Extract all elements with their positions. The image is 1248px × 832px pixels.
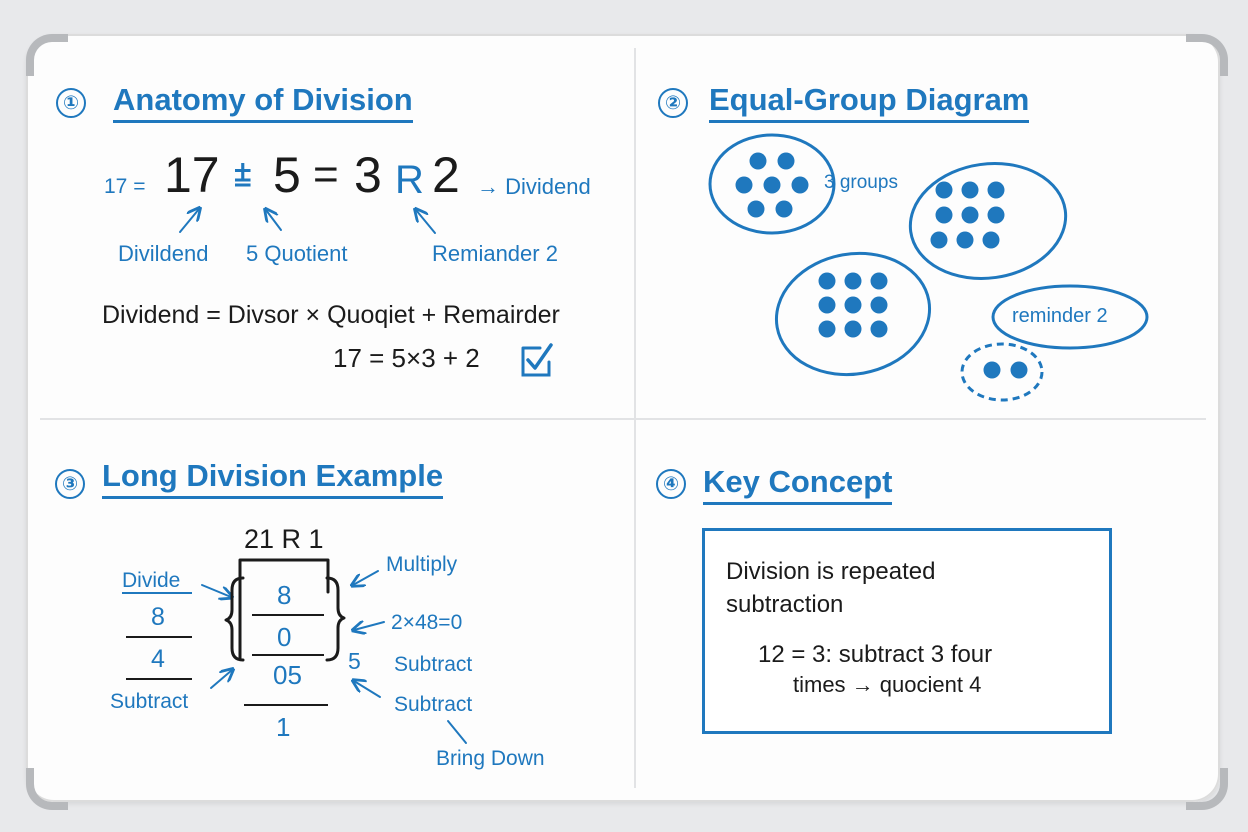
anatomy-prefix: 17 = (104, 175, 146, 198)
center-value-05: 05 (273, 660, 302, 690)
divide-underline (122, 592, 192, 594)
group-oval-1 (708, 133, 836, 235)
left-rule-1 (126, 636, 192, 638)
arrow-product (354, 622, 385, 630)
key-concept-box (702, 528, 1112, 734)
side-value-5: 5 (348, 648, 361, 674)
right-multiply-label: Multiply (386, 553, 458, 576)
arrow-bring-down (447, 720, 467, 744)
arrow-divide (201, 584, 231, 597)
left-rule-2 (126, 678, 192, 680)
arrow-subtract-right (354, 681, 381, 698)
key-concept-line-3: 12 = 3: subtract 3 four (758, 641, 993, 668)
remainder-oval (991, 284, 1149, 350)
remainder-dots-oval (960, 342, 1044, 402)
frame-corner-top-left (26, 34, 68, 76)
group-1-dots (735, 152, 809, 218)
right-bring-down-label: Bring Down (436, 747, 545, 770)
section-4-number: ④ (656, 469, 686, 499)
label-quotient: 5 Quotient (246, 241, 348, 266)
center-rule-3 (244, 704, 328, 706)
right-subtract-label-1: Subtract (394, 653, 473, 676)
section-2-title: Equal-Group Diagram (709, 84, 1030, 123)
arrow-to-dividend (179, 209, 199, 233)
right-brace (325, 576, 346, 662)
group-oval-3 (774, 251, 932, 377)
left-subtract-label: Subtract (110, 690, 189, 713)
left-divide-label: Divide (122, 569, 181, 592)
anatomy-check-equation: 17 = 5×3 + 2 (333, 343, 480, 373)
section-3-number: ③ (55, 469, 85, 499)
right-subtract-label-2: Subtract (394, 693, 473, 716)
anatomy-r-mark: R (395, 158, 424, 202)
center-value-1: 1 (276, 712, 291, 742)
center-rule-2 (252, 654, 324, 656)
label-dividend: Divildend (118, 241, 209, 266)
groups-label: 3 groups (824, 172, 898, 193)
anatomy-right-label: → Dividend (477, 174, 591, 199)
check-box-icon (521, 346, 551, 377)
left-value-8: 8 (151, 603, 165, 631)
frame-corner-bottom-right (1186, 768, 1228, 810)
frame-corner-bottom-left (26, 768, 68, 810)
long-division-bracket (238, 558, 330, 660)
section-4-title: Key Concept (703, 466, 893, 505)
long-division-result: 21 R 1 (244, 524, 324, 554)
anatomy-dividend: 17 (164, 147, 220, 203)
check-mark-icon (526, 343, 553, 370)
section-1-title: Anatomy of Division (113, 84, 413, 123)
key-concept-line-1: Division is repeated (726, 558, 936, 585)
section-3-title: Long Division Example (102, 460, 444, 499)
center-value-0: 0 (277, 622, 292, 652)
right-product-label: 2×48=0 (391, 611, 463, 634)
arrow-multiply (353, 570, 379, 585)
frame-corner-top-right (1186, 34, 1228, 76)
arrow-to-divisor (266, 210, 282, 231)
group-oval-2 (908, 162, 1068, 280)
remainder-label: reminder 2 (1012, 305, 1108, 327)
key-concept-line-2: subtraction (726, 591, 844, 618)
arrow-to-remainder (416, 210, 436, 234)
left-brace (224, 576, 245, 662)
label-remainder: Remiander 2 (432, 241, 558, 266)
group-3-dots (818, 272, 888, 338)
anatomy-equals: = (313, 150, 339, 199)
section-1-number: ① (56, 88, 86, 118)
remainder-dots (983, 361, 1028, 379)
division-operator-icon: ⩲ (234, 160, 252, 193)
anatomy-quotient: 3 (354, 147, 382, 203)
anatomy-formula: Dividend = Divsor × Quoqiet + Remairder (102, 301, 560, 329)
group-2-dots (930, 181, 1005, 249)
section-2-number: ② (658, 88, 688, 118)
center-rule-1 (252, 614, 324, 616)
quadrant-divider-horizontal (40, 418, 1206, 420)
left-value-4: 4 (151, 645, 165, 673)
key-concept-line-4: times → quocient 4 (793, 672, 982, 697)
center-value-8: 8 (277, 580, 292, 610)
anatomy-remainder: 2 (432, 147, 460, 203)
anatomy-divisor: 5 (273, 147, 301, 203)
arrow-subtract-left (210, 670, 232, 689)
